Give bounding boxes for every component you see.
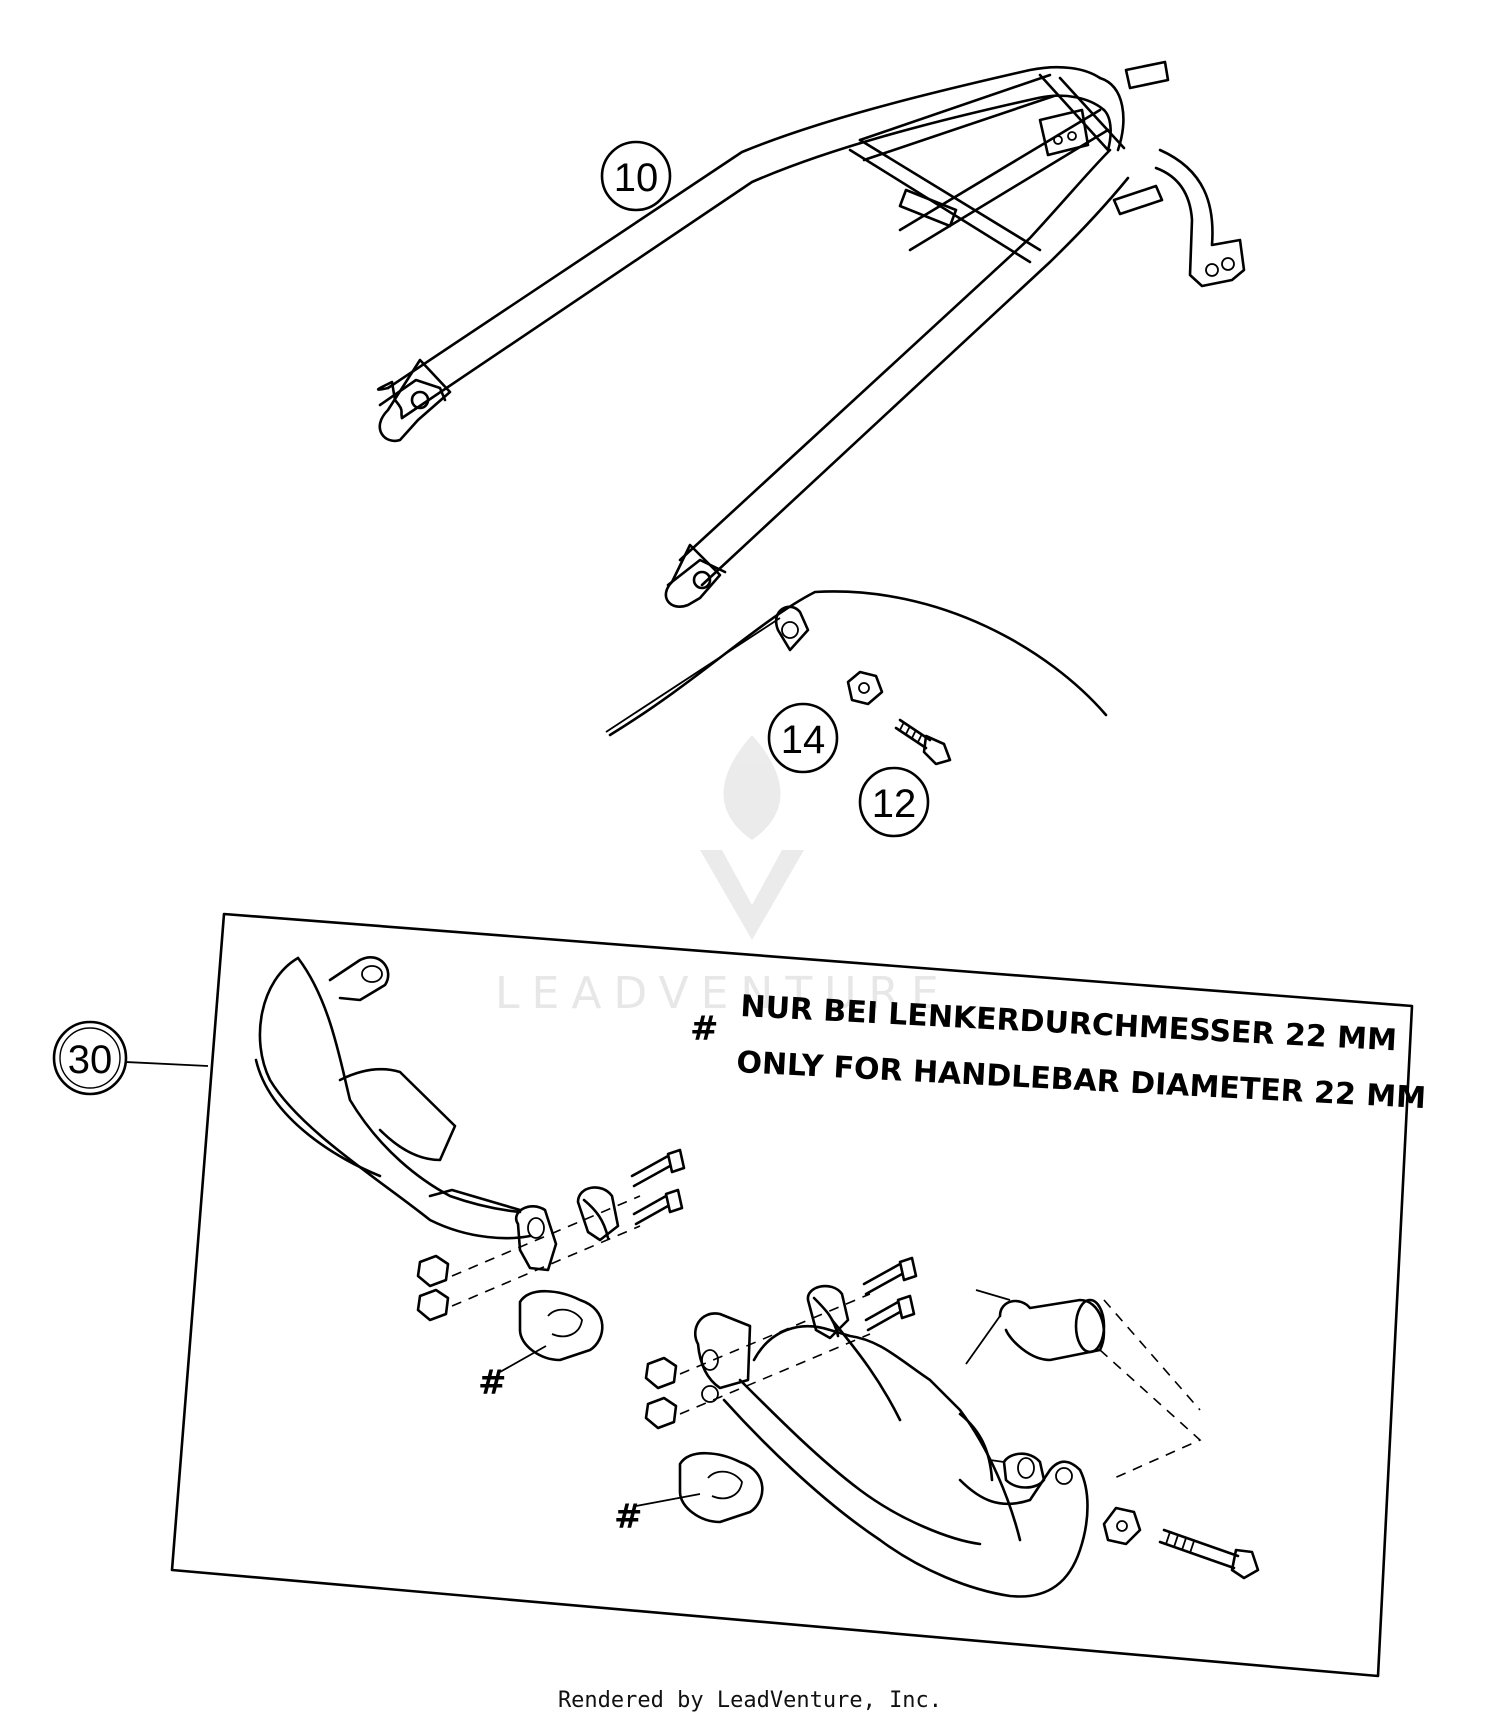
bar-end-fastener xyxy=(1102,1506,1260,1580)
callout-12: 12 xyxy=(858,766,930,838)
svg-text:12: 12 xyxy=(872,782,917,826)
svg-text:#: # xyxy=(614,1497,643,1537)
left-clamp-assembly xyxy=(416,1148,686,1362)
note-line-en: ONLY FOR HANDLEBAR DIAMETER 22 MM xyxy=(736,1045,1427,1116)
bolt-part-12 xyxy=(894,718,952,766)
left-shim-marker: # xyxy=(478,1345,547,1403)
right-hand-guard xyxy=(722,1318,1089,1598)
svg-text:10: 10 xyxy=(614,156,659,200)
left-hand-guard xyxy=(254,956,532,1240)
svg-text:#: # xyxy=(478,1363,507,1403)
callout-14: 14 xyxy=(767,702,839,774)
note-symbol: # xyxy=(690,1009,719,1049)
watermark-logo: LEADVENTURE xyxy=(495,735,951,1019)
washer-part-14 xyxy=(846,670,884,706)
handlebar-stub xyxy=(965,1289,1202,1481)
hand-guard-kit-frame xyxy=(170,912,1414,1678)
svg-text:30: 30 xyxy=(68,1038,113,1082)
watermark-text: LEADVENTURE xyxy=(495,968,951,1019)
callout-10: 10 xyxy=(600,140,672,212)
rear-fender-section xyxy=(605,590,1108,737)
right-clamp-assembly xyxy=(644,1256,918,1524)
footer-credit: Rendered by LeadVenture, Inc. xyxy=(557,1688,943,1713)
svg-text:14: 14 xyxy=(781,718,826,762)
right-shim-marker: # xyxy=(614,1493,701,1537)
handlebar-note: # NUR BEI LENKERDURCHMESSER 22 MM ONLY F… xyxy=(690,989,1427,1116)
callout-30: 30 xyxy=(52,1020,209,1096)
note-line-de: NUR BEI LENKERDURCHMESSER 22 MM xyxy=(740,989,1398,1058)
luggage-rack-part-10 xyxy=(376,60,1246,608)
